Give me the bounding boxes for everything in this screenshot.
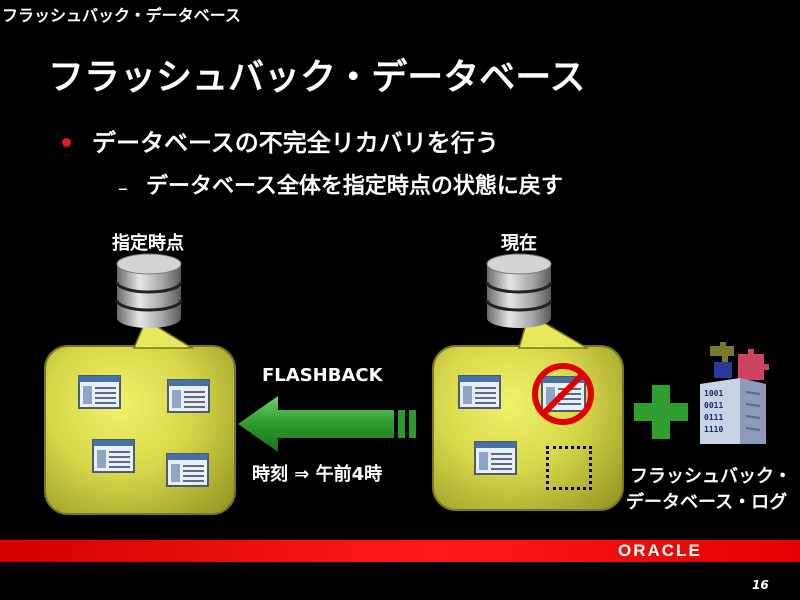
page-number: 16 bbox=[752, 578, 769, 592]
dotted-placeholder-icon bbox=[546, 446, 592, 490]
log-building-icon: 1001 0011 0111 1110 bbox=[700, 342, 769, 444]
header-small-title: フラッシュバック・データベース bbox=[2, 6, 241, 25]
window-icon bbox=[78, 375, 121, 409]
window-icon bbox=[92, 439, 135, 473]
database-icon bbox=[115, 253, 183, 328]
sub-bullet-dash: – bbox=[118, 176, 128, 200]
left-db-label: 指定時点 bbox=[112, 233, 184, 254]
prohibited-icon bbox=[532, 363, 594, 425]
window-icon bbox=[167, 379, 210, 413]
svg-text:0011: 0011 bbox=[704, 401, 723, 410]
slide-title: フラッシュバック・データベース bbox=[48, 57, 586, 98]
window-icon bbox=[166, 453, 209, 487]
right-db-label: 現在 bbox=[501, 233, 537, 254]
database-icon bbox=[485, 253, 553, 328]
svg-text:1110: 1110 bbox=[704, 425, 723, 434]
right-current-bubble bbox=[432, 345, 624, 511]
svg-text:1001: 1001 bbox=[704, 389, 723, 398]
time-label: 時刻 ⇒ 午前4時 bbox=[252, 464, 383, 485]
bullet-text-1: データベースの不完全リカバリを行う bbox=[92, 129, 499, 157]
log-label-line1: フラッシュバック・ bbox=[630, 466, 792, 487]
bullet-marker bbox=[62, 138, 71, 147]
footer-red-band bbox=[0, 540, 800, 562]
window-icon bbox=[458, 375, 501, 409]
oracle-logo: ORACLE bbox=[618, 541, 702, 560]
plus-icon bbox=[634, 385, 688, 439]
flashback-arrow bbox=[238, 396, 416, 452]
flashback-label: FLASHBACK bbox=[262, 365, 383, 386]
log-label-line2: データベース・ログ bbox=[626, 492, 788, 513]
svg-text:0111: 0111 bbox=[704, 413, 723, 422]
bullet-text-2: データベース全体を指定時点の状態に戻す bbox=[146, 174, 563, 199]
left-snapshot-bubble bbox=[44, 345, 236, 515]
window-icon bbox=[474, 441, 517, 475]
